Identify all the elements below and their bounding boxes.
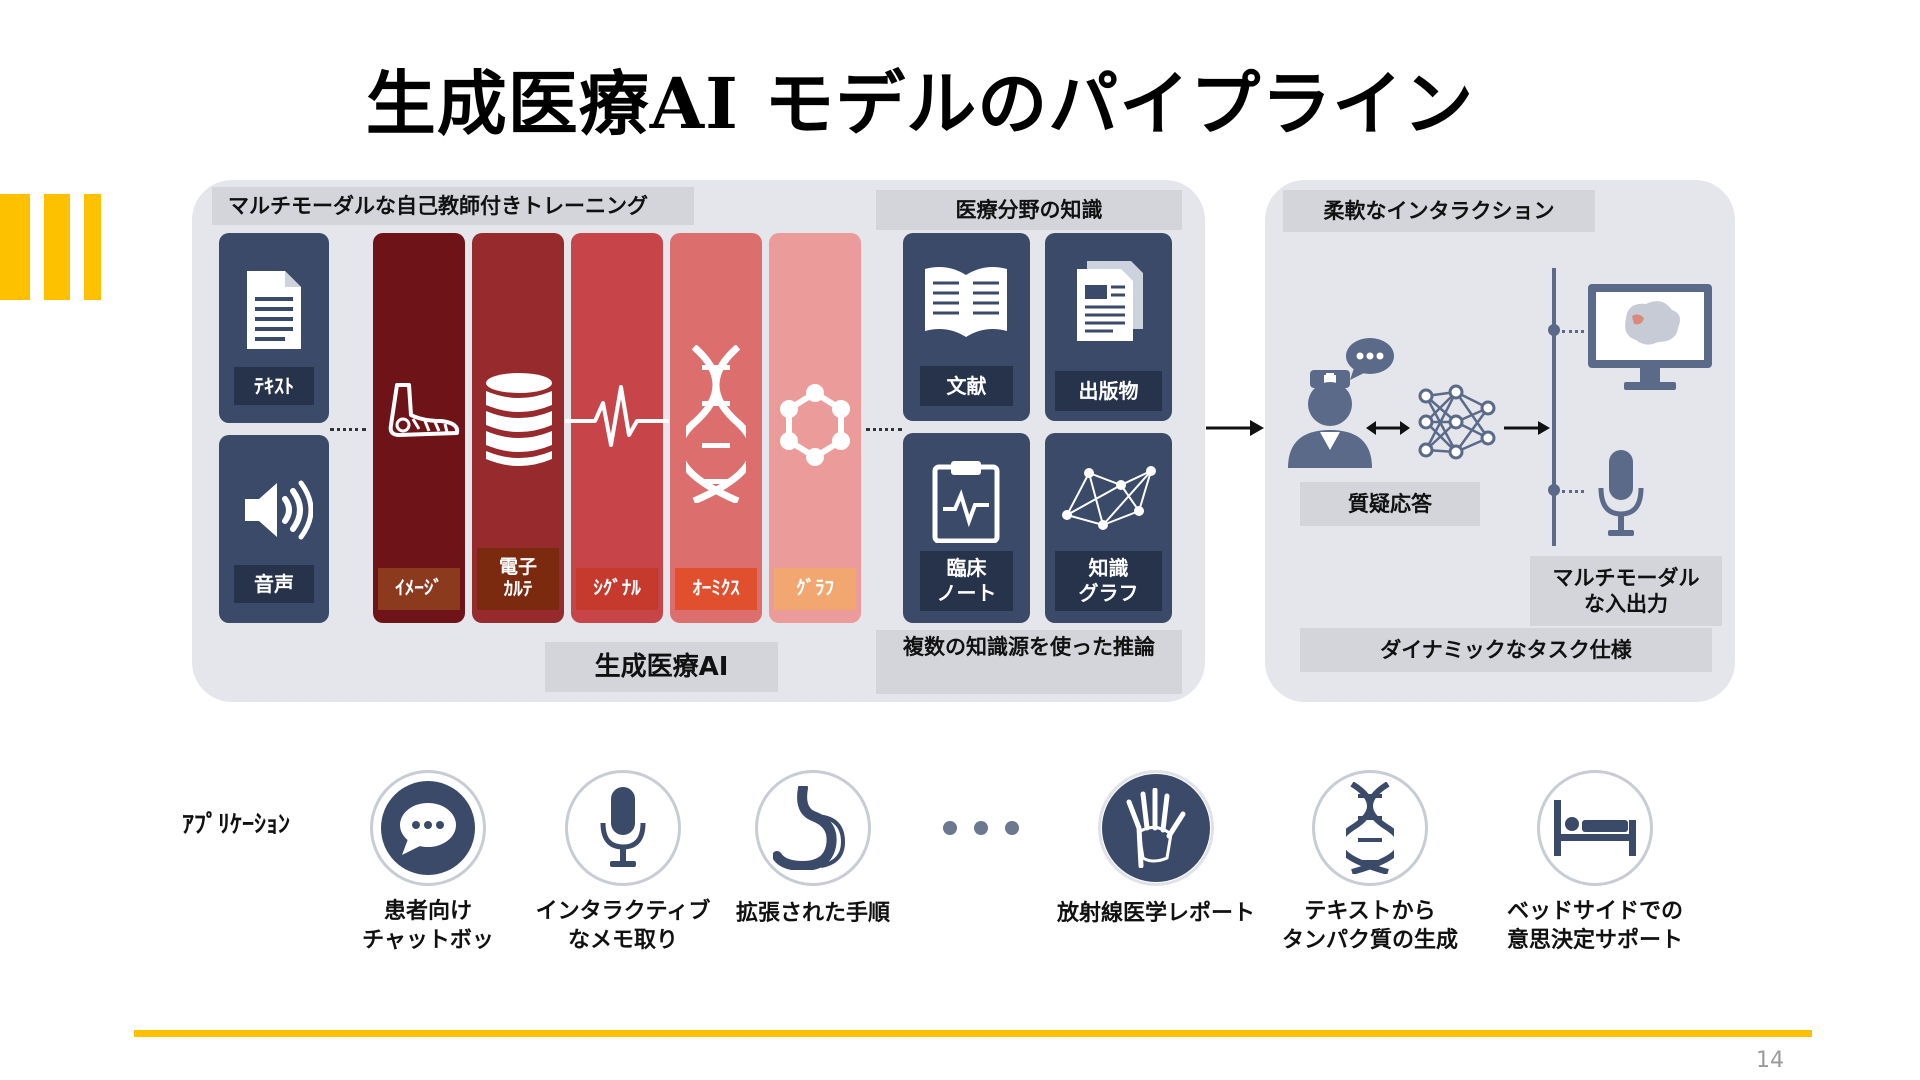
- dna-icon-app: [1323, 781, 1417, 875]
- applications-heading: ｱﾌﾟﾘｹｰｼｮﾝ: [182, 810, 290, 838]
- strip-graph: ｸﾞﾗﾌ: [769, 233, 861, 623]
- output-arrow: [1502, 418, 1550, 442]
- clipboard-icon: [931, 459, 1001, 547]
- microphone-icon-app: [576, 781, 670, 875]
- bracket-node-top: [1548, 324, 1560, 336]
- knowledge-graph-card-label: 知識 グラフ: [1055, 551, 1162, 611]
- publication-card-label: 出版物: [1055, 371, 1162, 411]
- app-bedside-label: ベッドサイドでの 意思決定サポート: [1506, 899, 1683, 953]
- app-chatbot-label: 患者向け チャットボッ: [362, 899, 494, 953]
- strip-emr-label: 電子 ｶﾙﾃ: [477, 548, 559, 610]
- literature-card: 文献: [903, 233, 1030, 421]
- app-protein-circle: [1312, 770, 1428, 886]
- strip-image-label: ｲﾒｰｼﾞ: [378, 568, 460, 610]
- hand-xray-icon: [1102, 774, 1210, 882]
- clinical-notes-card: 臨床 ノート: [903, 433, 1030, 623]
- strip-image: ｲﾒｰｼﾞ: [373, 233, 465, 623]
- microphone-icon: [1598, 448, 1644, 544]
- app-chatbot-circle: [370, 770, 486, 886]
- multimodal-io-label: マルチモーダル な入出力: [1530, 556, 1722, 626]
- neural-network-icon: [1416, 382, 1498, 468]
- training-header: マルチモーダルな自己教師付きトレーニング: [212, 187, 694, 225]
- output-bracket: [1552, 268, 1556, 546]
- strip-omics-label: ｵｰﾐｸｽ: [675, 568, 757, 610]
- literature-card-label: 文献: [920, 366, 1013, 406]
- publication-icon: [1073, 259, 1145, 347]
- bottom-accent-line: [134, 1030, 1812, 1037]
- speech-bubble-icon: [1344, 336, 1396, 384]
- foot-xray-icon: [379, 381, 461, 445]
- publication-card: 出版物: [1045, 233, 1172, 421]
- strip-omics: ｵｰﾐｸｽ: [670, 233, 762, 623]
- knowledge-graph-card: 知識 グラフ: [1045, 433, 1172, 623]
- app-bedside-circle: [1537, 770, 1653, 886]
- text-card: ﾃｷｽﾄ: [219, 233, 329, 423]
- bracket-node-bottom: [1548, 484, 1560, 496]
- knowledge-graph-icon: [1059, 463, 1159, 537]
- app-procedure-circle: [755, 770, 871, 886]
- strip-signal-label: ｼｸﾞﾅﾙ: [576, 568, 658, 610]
- dna-icon: [675, 344, 757, 507]
- bracket-dash-top: [1562, 330, 1584, 333]
- chat-bubble-icon: [381, 781, 475, 875]
- app-radiology-circle: [1098, 770, 1214, 886]
- strip-emr: 電子 ｶﾙﾃ: [472, 233, 564, 623]
- accent-bar-3: [84, 194, 101, 300]
- graph-network-icon: [775, 381, 855, 475]
- pipeline-arrow: [1204, 416, 1264, 444]
- knowledge-header: 医療分野の知識: [876, 190, 1182, 230]
- audio-card-label: 音声: [234, 565, 314, 603]
- app-notes-label: インタラクティブ なメモ取り: [535, 899, 711, 953]
- app-radiology-label: 放射線医学レポート: [1056, 901, 1255, 926]
- page-number: 14: [1756, 1048, 1784, 1073]
- speaker-icon: [241, 475, 314, 545]
- doctor-icon: [1280, 340, 1380, 474]
- knowledge-footer: 複数の知識源を使った推論: [876, 630, 1182, 694]
- accent-bar-1: [0, 194, 30, 300]
- bracket-dash-bottom: [1562, 490, 1584, 493]
- ecg-signal-icon: [565, 383, 669, 457]
- stomach-icon: [766, 781, 860, 875]
- strip-signal: ｼｸﾞﾅﾙ: [565, 233, 669, 623]
- connector-dots-left: [330, 428, 366, 431]
- app-notes-circle: [565, 770, 681, 886]
- connector-dots-right: [866, 428, 902, 431]
- hospital-bed-icon: [1548, 781, 1642, 875]
- clinical-notes-card-label: 臨床 ノート: [920, 551, 1013, 611]
- slide-title: 生成医療AI モデルのパイプライン: [365, 62, 1475, 145]
- app-procedure-label: 拡張された手順: [735, 901, 890, 926]
- interaction-header: 柔軟なインタラクション: [1283, 190, 1595, 232]
- text-card-label: ﾃｷｽﾄ: [234, 367, 314, 405]
- book-icon: [923, 261, 1009, 345]
- dynamic-task-label: ダイナミックなタスク仕様: [1300, 628, 1712, 672]
- audio-card: 音声: [219, 435, 329, 623]
- strip-graph-label: ｸﾞﾗﾌ: [774, 568, 856, 610]
- more-apps-ellipsis: [940, 818, 1022, 842]
- accent-bar-2: [44, 194, 70, 300]
- database-icon: [484, 371, 554, 475]
- qa-label: 質疑応答: [1300, 482, 1480, 526]
- generative-ai-label: 生成医療AI: [545, 642, 778, 692]
- document-icon: [245, 269, 303, 351]
- monitor-brain-icon: [1586, 282, 1714, 398]
- double-arrow-icon: [1366, 418, 1410, 442]
- app-protein-label: テキストから タンパク質の生成: [1281, 899, 1458, 953]
